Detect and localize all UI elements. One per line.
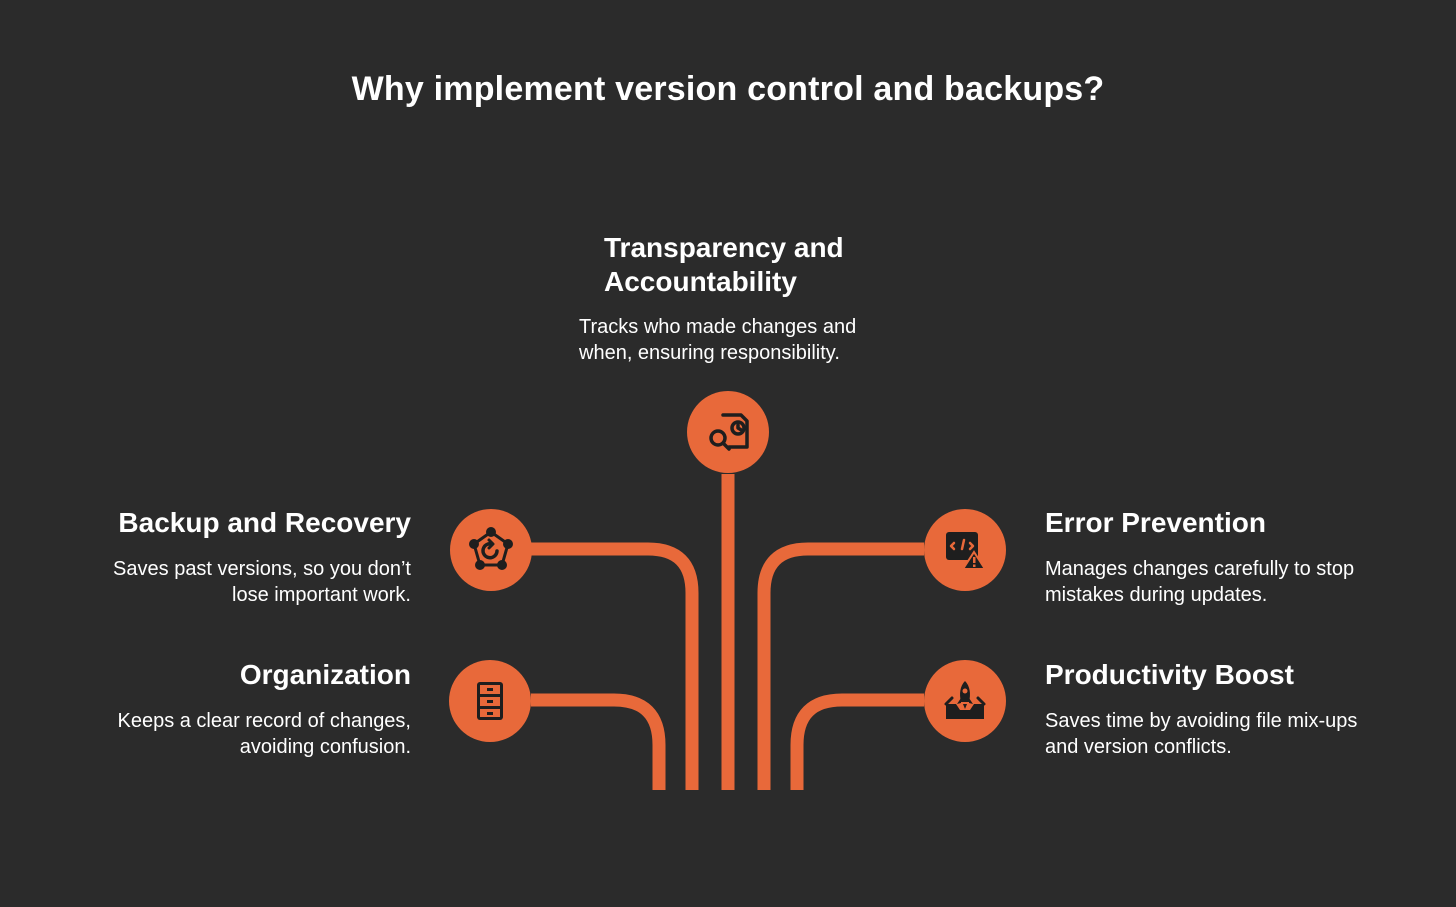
backup-desc-line1: Saves past versions, so you don’t [113,558,411,580]
connector-organization [531,693,666,790]
transparency-heading-line2: Accountability [604,266,797,297]
productivity-heading: Productivity Boost [1045,659,1294,690]
transparency-heading-line1: Transparency and [604,232,844,263]
document-search-icon [709,413,749,451]
error-desc-line2: mistakes during updates. [1045,584,1268,606]
transparency-node [687,391,769,473]
productivity-desc-line2: and version conflicts. [1045,736,1232,758]
recovery-network-icon [469,527,513,570]
connector-error [757,542,924,790]
backup-heading: Backup and Recovery [118,507,411,538]
backup-description: Saves past versions, so you don’t lose i… [40,556,411,608]
backup-desc-line2: lose important work. [232,584,411,606]
organization-desc-line1: Keeps a clear record of changes, [117,710,411,732]
connector-productivity [790,693,924,790]
transparency-heading: Transparency and Accountability [604,231,844,299]
error-desc-line1: Manages changes carefully to stop [1045,558,1355,580]
productivity-desc-line1: Saves time by avoiding file mix-ups [1045,710,1358,732]
organization-description: Keeps a clear record of changes, avoidin… [40,708,411,760]
productivity-node [924,660,1006,742]
code-warning-icon [946,532,987,570]
organization-node [449,660,531,742]
backup-node [450,509,532,591]
productivity-description: Saves time by avoiding file mix-ups and … [1045,708,1357,760]
transparency-desc-line2: when, ensuring responsibility. [579,342,840,364]
error-node [924,509,1006,591]
filing-cabinet-icon [477,682,503,720]
transparency-description: Tracks who made changes and when, ensuri… [579,314,856,366]
organization-desc-line2: avoiding confusion. [239,736,411,758]
rocket-launch-icon [944,681,986,719]
organization-heading: Organization [239,659,411,690]
transparency-desc-line1: Tracks who made changes and [579,316,857,338]
connector-backup [531,542,699,790]
error-heading: Error Prevention [1045,507,1266,538]
page-title: Why implement version control and backup… [351,70,1105,108]
error-description: Manages changes carefully to stop mistak… [1045,556,1354,608]
